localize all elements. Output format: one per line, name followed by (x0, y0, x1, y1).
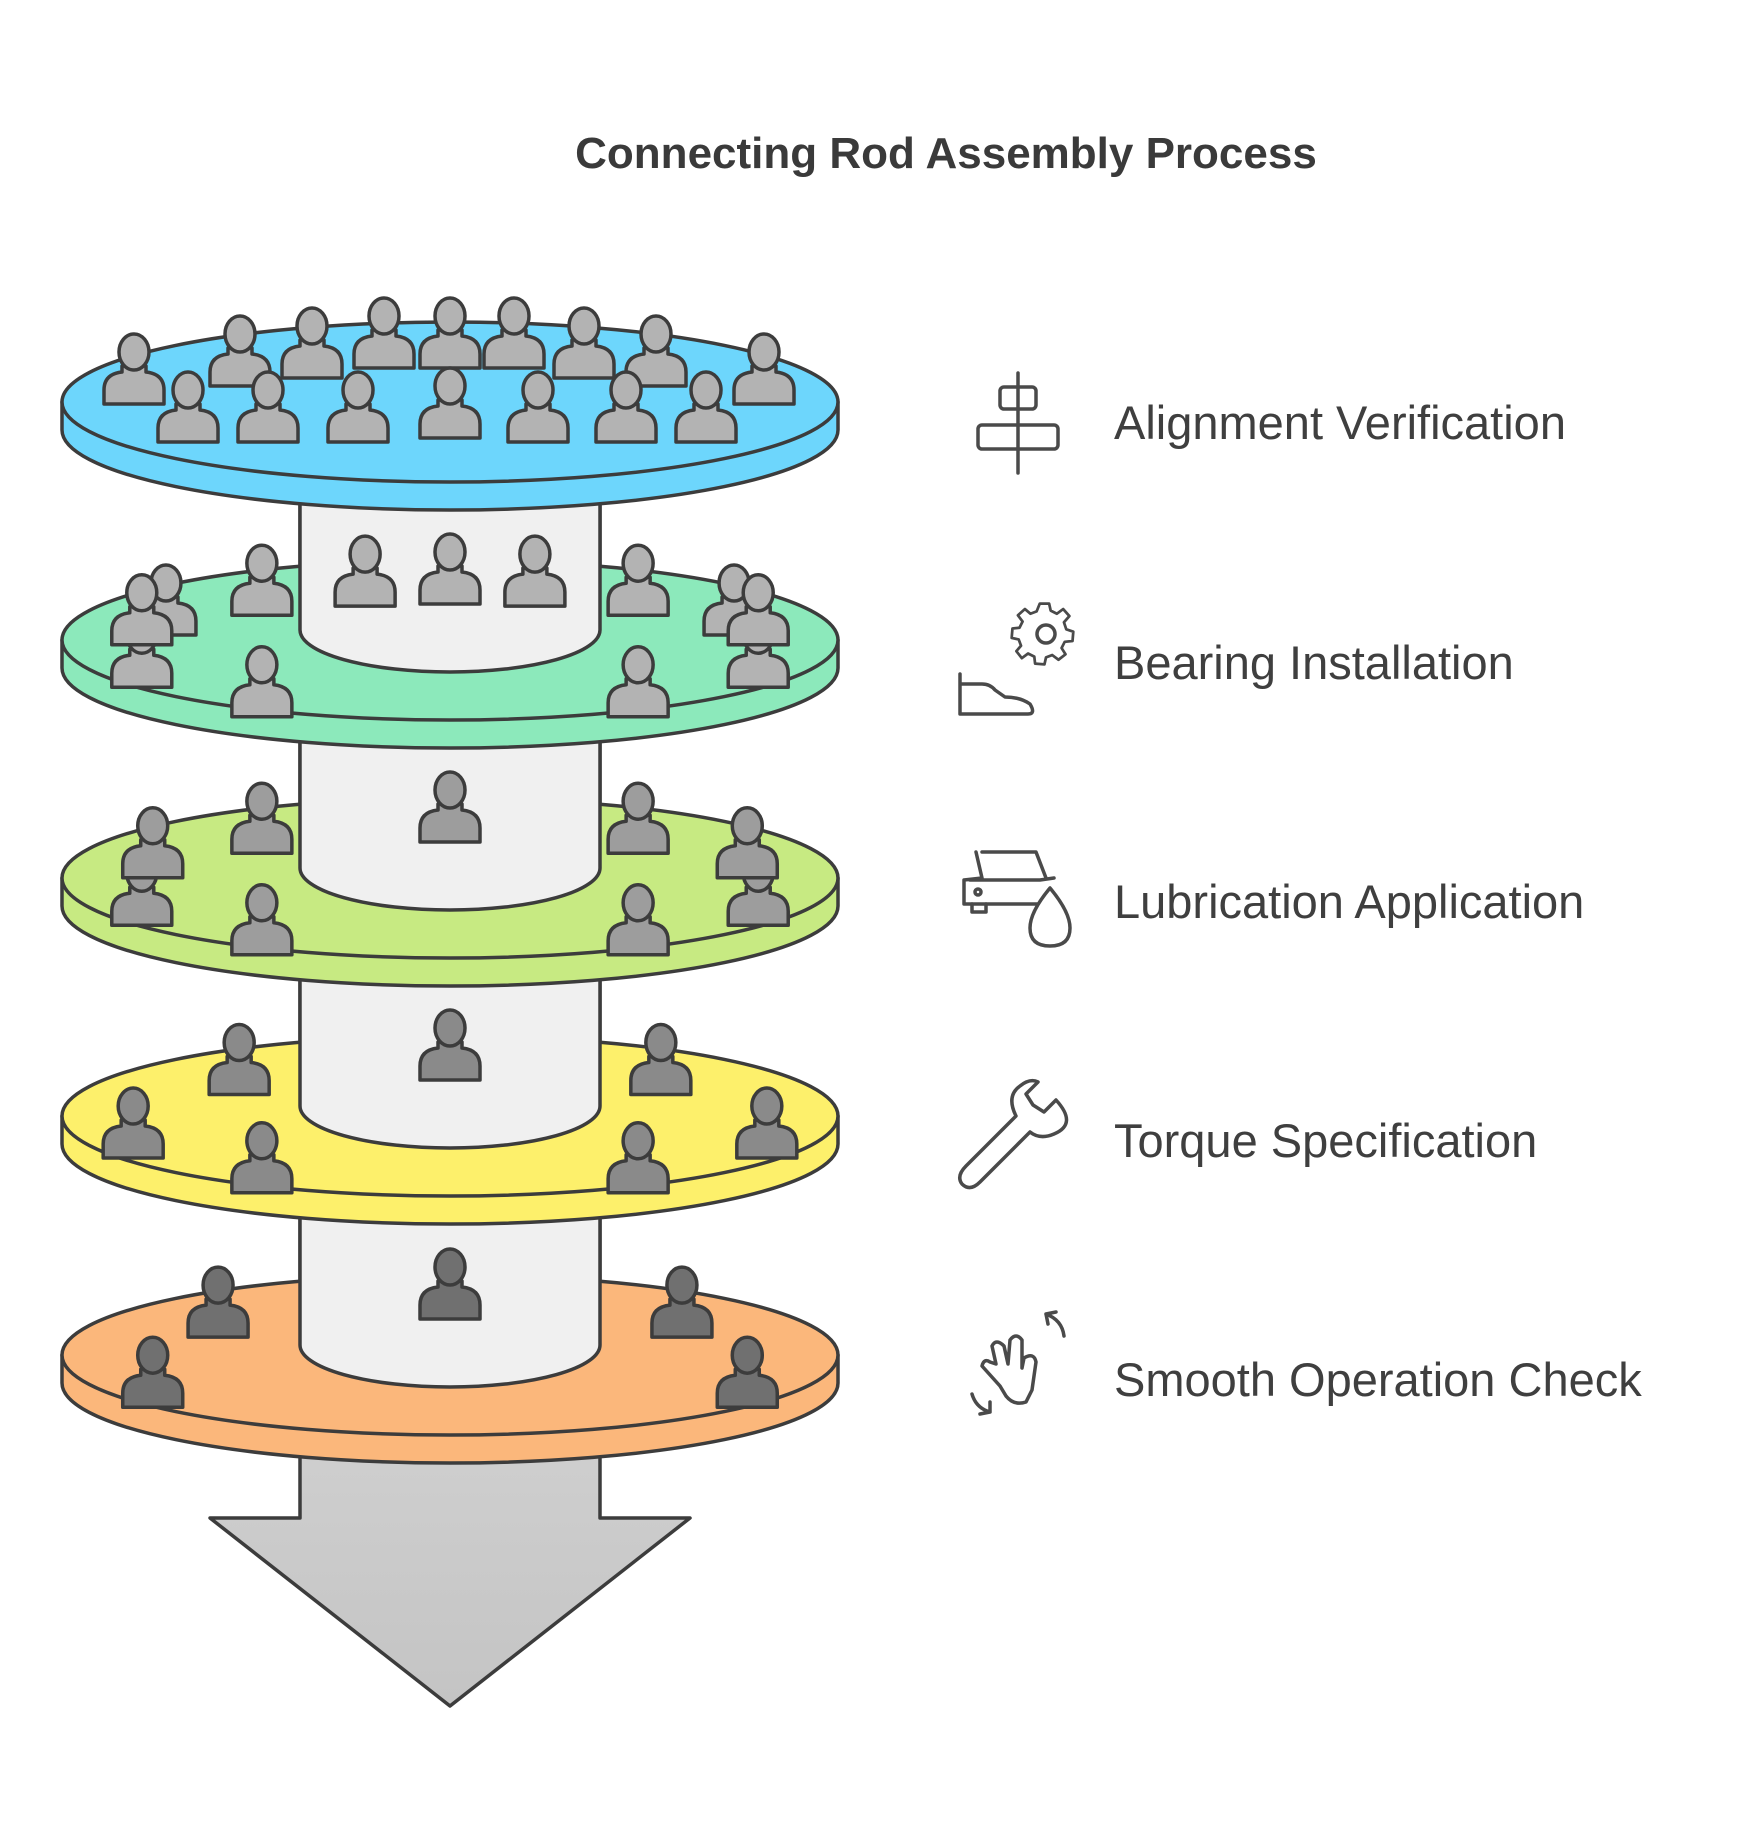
step-label: Torque Specification (1114, 1114, 1537, 1167)
person-icon (606, 543, 670, 617)
person-icon (726, 573, 790, 647)
person-icon (552, 306, 616, 380)
person-icon (506, 370, 570, 444)
person-icon (102, 332, 166, 406)
car-oil-drop-icon (962, 850, 1072, 948)
person-icon (606, 781, 670, 855)
person-icon (101, 1086, 165, 1160)
person-icon (482, 296, 546, 370)
step-row-4: Torque Specification (958, 1078, 1537, 1190)
person-icon (186, 1265, 250, 1339)
step-row-1: Alignment Verification (976, 371, 1566, 475)
step-label: Lubrication Application (1114, 875, 1584, 928)
person-icon (208, 314, 272, 388)
person-icon (230, 781, 294, 855)
person-icon (650, 1265, 714, 1339)
person-icon (606, 1121, 670, 1195)
step-row-2: Bearing Installation (958, 602, 1514, 716)
step-label: Alignment Verification (1114, 396, 1566, 449)
step-row-3: Lubrication Application (962, 850, 1584, 948)
person-icon (333, 534, 397, 608)
person-icon (674, 370, 738, 444)
diagram-title: Connecting Rod Assembly Process (575, 129, 1317, 178)
person-icon (606, 645, 670, 719)
person-icon (418, 770, 482, 844)
person-icon (503, 534, 567, 608)
disc-layers (60, 296, 840, 1465)
person-icon (418, 1008, 482, 1082)
person-icon (156, 370, 220, 444)
step-row-5: Smooth Operation Check (970, 1310, 1642, 1416)
person-icon (606, 883, 670, 957)
hand-gesture-icon (970, 1310, 1066, 1416)
person-icon (207, 1022, 271, 1097)
person-icon (418, 1247, 482, 1321)
step-label: Bearing Installation (1114, 636, 1514, 689)
person-icon (418, 366, 482, 440)
person-icon (230, 883, 294, 957)
person-icon (230, 1121, 294, 1195)
person-icon (120, 806, 185, 880)
person-icon (280, 306, 344, 380)
person-icon (715, 1335, 780, 1409)
person-icon (418, 296, 482, 370)
disc-layer (60, 296, 840, 512)
person-icon (230, 543, 294, 617)
step-label: Smooth Operation Check (1114, 1353, 1642, 1406)
bearing-gear-icon (958, 602, 1075, 716)
person-icon (326, 370, 390, 444)
person-icon (230, 645, 294, 719)
person-icon (732, 332, 796, 406)
person-icon (352, 296, 416, 370)
person-icon (629, 1022, 693, 1097)
person-icon (735, 1086, 799, 1160)
person-icon (594, 370, 658, 444)
person-icon (110, 573, 174, 647)
person-icon (715, 806, 780, 880)
person-icon (418, 532, 482, 606)
person-icon (624, 314, 688, 388)
wrench-icon (958, 1078, 1069, 1190)
person-icon (236, 370, 300, 444)
person-icon (120, 1335, 185, 1409)
disc-layer (60, 1113, 840, 1465)
align-icon (976, 371, 1060, 475)
